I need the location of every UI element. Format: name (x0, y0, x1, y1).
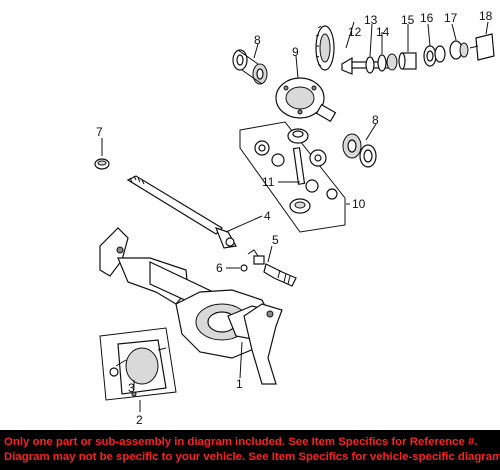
front-axle-exploded-diagram: 8 9 12 13 14 15 16 17 18 8 7 11 10 4 5 6… (94, 9, 495, 427)
footer-line-1: Only one part or sub-assembly in diagram… (4, 436, 478, 448)
callout-16: 16 (420, 11, 434, 25)
part-7-seal (94, 138, 110, 170)
pinion-assembly (341, 33, 495, 75)
callout-14: 14 (376, 25, 390, 39)
callout-8-right: 8 (372, 113, 379, 127)
callout-1: 1 (236, 377, 243, 391)
callout-3: 3 (128, 381, 135, 395)
part-8-bearing-top (232, 49, 268, 85)
callout-13: 13 (364, 13, 378, 27)
part-8-bearing-right (342, 133, 377, 168)
callout-12: 12 (348, 25, 362, 39)
callout-11: 11 (262, 175, 275, 189)
callout-9: 9 (292, 45, 299, 59)
footer-line-2: Diagram may not be specific to your vehi… (4, 451, 500, 463)
part-4-axle-shaft (126, 175, 237, 249)
axle-housing (99, 227, 283, 385)
part-6-clip (240, 249, 259, 272)
part-9-differential-case (275, 55, 337, 123)
part-2-differential-cover (99, 327, 177, 401)
callout-6: 6 (216, 261, 223, 275)
part-10-differential-gear-box (239, 121, 346, 233)
part-5-inner-shaft (253, 255, 297, 287)
callout-10: 10 (352, 197, 366, 211)
callout-labels: 8 9 12 13 14 15 16 17 18 8 7 11 10 4 5 6… (96, 9, 493, 427)
leader-lines (133, 21, 489, 412)
ring-gear (315, 25, 335, 71)
callout-17: 17 (444, 11, 458, 25)
callout-4: 4 (264, 209, 271, 223)
callout-15: 15 (401, 13, 415, 27)
footer-disclaimer: Only one part or sub-assembly in diagram… (0, 430, 500, 470)
callout-8-top: 8 (254, 33, 261, 47)
callout-7: 7 (96, 125, 103, 139)
callout-18: 18 (479, 9, 493, 23)
callout-2: 2 (136, 413, 143, 427)
callout-5: 5 (272, 233, 279, 247)
